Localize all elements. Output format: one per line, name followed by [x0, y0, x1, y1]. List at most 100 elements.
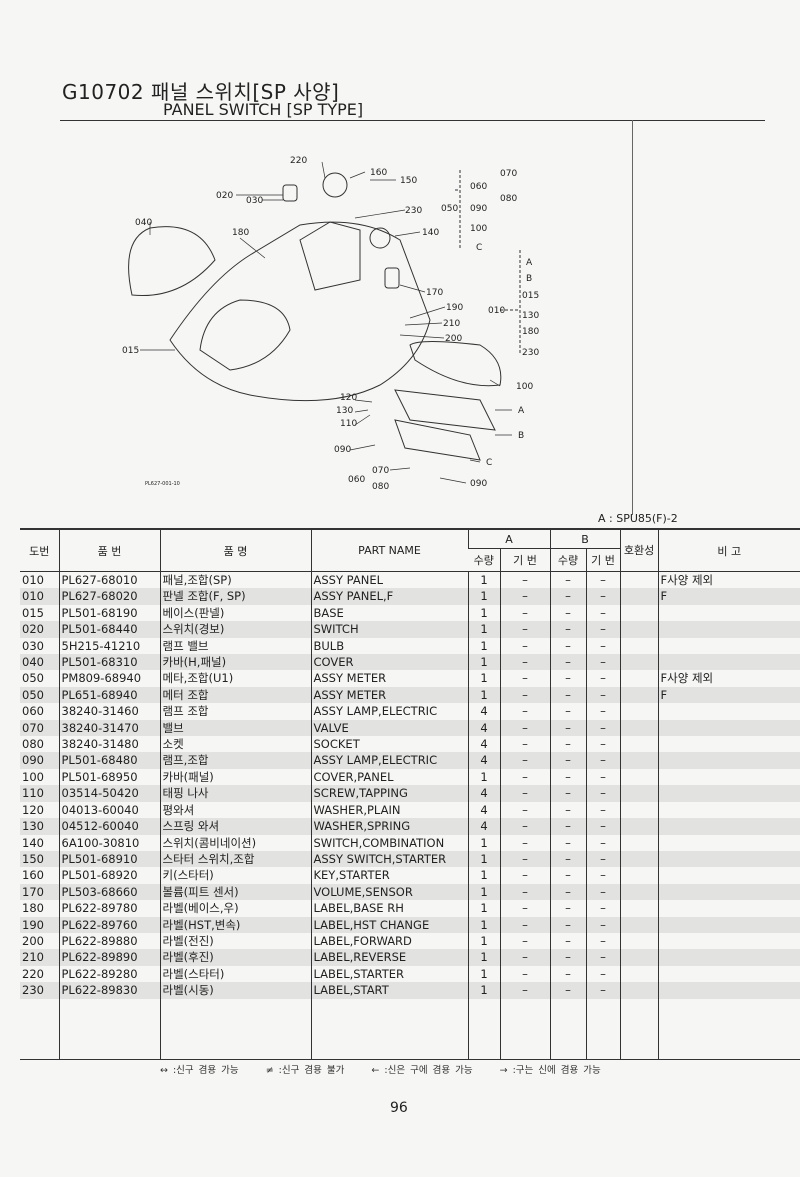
callout: 015 [522, 291, 539, 301]
cell-name-ko: 카바(패널) [159, 768, 311, 786]
cell-remarks [657, 768, 800, 786]
cell-compat [619, 736, 659, 753]
cell-b-qty: – [549, 604, 586, 622]
cell-a-serial: – [499, 834, 550, 851]
callout: B [518, 431, 524, 441]
cell-compat [619, 703, 659, 720]
callout: 060 [348, 475, 365, 485]
cell-a-qty: 1 [467, 932, 500, 950]
callout: 220 [290, 156, 307, 166]
cell-part-no: 38240-31460 [58, 703, 160, 720]
cover-part-040 [128, 226, 216, 297]
cell-part-no: 38240-31470 [58, 719, 160, 737]
callout: 180 [522, 327, 539, 337]
cell-name-ko: 램프,조합 [159, 752, 311, 769]
cell-b-serial: – [585, 900, 621, 917]
cell-compat [619, 867, 659, 884]
panel-body [169, 221, 431, 402]
cell-ref: 230 [20, 982, 59, 999]
cell-b-qty: – [549, 949, 586, 966]
cell-name-ko: 평와셔 [159, 801, 311, 819]
cell-part-name: SWITCH [310, 621, 468, 638]
cell-a-qty: 1 [467, 850, 500, 868]
cell-part-no: PL501-68440 [58, 621, 160, 638]
switch-housing [299, 221, 361, 291]
cell-a-qty: 1 [467, 670, 500, 687]
diagram-callouts: 220 160 150 020 030 230 040 180 140 050 … [122, 156, 539, 492]
cell-name-ko: 스위치(경보) [159, 621, 311, 638]
cell-a-qty: 1 [467, 686, 500, 704]
combination-switch-140 [369, 227, 391, 249]
cell-remarks [657, 785, 800, 802]
cell-remarks [657, 752, 800, 769]
cell-name-ko: 패널,조합(SP) [159, 571, 311, 589]
cell-name-ko: 스프링 와셔 [159, 818, 311, 835]
cell-part-no: PL503-68660 [58, 883, 160, 901]
cell-b-serial: – [585, 604, 621, 622]
cell-compat [619, 752, 659, 769]
cell-part-no: 04013-60040 [58, 801, 160, 819]
cell-b-serial: – [585, 949, 621, 966]
cell-ref: 100 [22, 769, 44, 784]
base-window [199, 299, 291, 371]
cell-a-qty: 1 [467, 588, 500, 605]
cell-remarks [657, 654, 800, 671]
cell-remarks [657, 604, 800, 622]
callout: 200 [445, 334, 462, 344]
cell-remarks [657, 916, 800, 933]
cell-b-serial: – [585, 752, 621, 769]
cell-a-serial: – [499, 752, 550, 769]
cell-b-serial: – [585, 637, 621, 655]
cell-a-serial: – [499, 571, 550, 589]
cell-name-ko: 태핑 나사 [159, 785, 311, 802]
callout: 040 [135, 218, 152, 228]
cell-ref: 190 [20, 916, 59, 933]
cell-compat [619, 637, 659, 655]
callout: 070 [500, 169, 517, 179]
callout: 090 [470, 204, 487, 214]
cell-b-serial: – [585, 883, 621, 901]
cell-b-qty: – [549, 932, 586, 950]
compatibility-legend: ↔ :신구 겸용 가능 ≠ :신구 겸용 불가 ← :신은 구에 겸용 가능 →… [160, 1062, 623, 1076]
cell-part-name: ASSY METER [310, 686, 468, 704]
drawing-code: PL627-001-10 [145, 481, 180, 487]
header-group-a: A [467, 528, 550, 549]
empty-cell [499, 998, 550, 1060]
cell-compat [619, 834, 659, 851]
starter-switch-150 [322, 172, 348, 198]
cell-b-serial: – [585, 850, 621, 868]
cell-a-serial: – [499, 801, 550, 819]
header-compat: 호환성 [619, 528, 659, 572]
sensor-170 [384, 267, 400, 289]
cell-name-ko: 카바(H,패널) [159, 654, 311, 671]
cell-part-no: 03514-50420 [58, 785, 160, 802]
cell-compat [619, 900, 659, 917]
cell-b-qty: – [549, 850, 586, 868]
cell-name-ko: 라벨(스타터) [159, 965, 311, 983]
cell-a-serial: – [499, 670, 550, 687]
cell-remarks [657, 867, 800, 884]
cell-part-no: PL627-68010 [58, 571, 160, 589]
cell-ref: 050 [22, 671, 44, 686]
cell-ref: 040 [20, 654, 59, 671]
cell-a-qty: 4 [467, 801, 500, 819]
cell-name-ko: 베이스(판넬) [159, 604, 311, 622]
cell-name-ko: 라벨(베이스,우) [159, 900, 311, 917]
cell-b-qty: – [549, 834, 586, 851]
cell-ref: 200 [22, 933, 44, 948]
callout: 170 [426, 288, 443, 298]
cell-ref: 090 [20, 752, 59, 769]
cell-name-ko: 램프 밸브 [159, 637, 311, 655]
cell-name-ko: 판넬 조합(F, SP) [159, 588, 311, 605]
callout: 080 [500, 194, 517, 204]
cell-part-name: WASHER,SPRING [310, 818, 468, 835]
